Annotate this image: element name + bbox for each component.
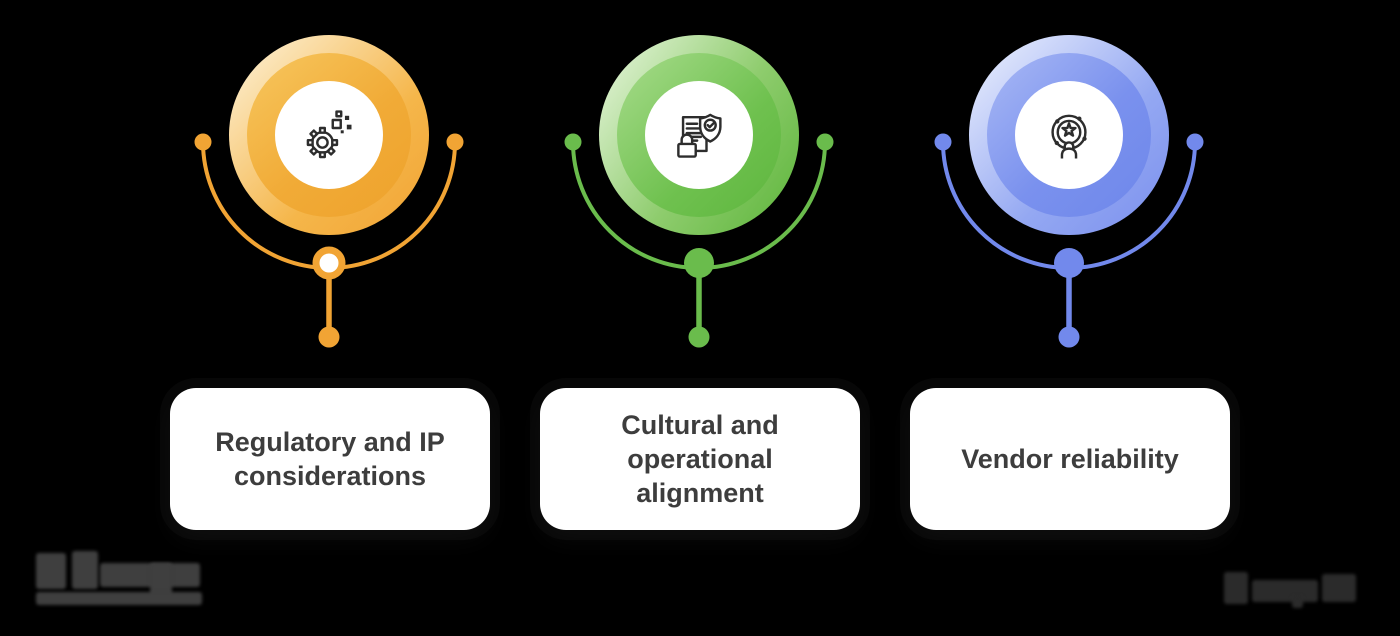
watermark-left-tagline: [36, 592, 202, 605]
connector-arc-regulatory: [194, 133, 464, 348]
card-label: Vendor reliability: [961, 444, 1179, 474]
watermark-left-glyph: [72, 551, 98, 589]
circle-core: [645, 81, 753, 189]
arc-end-dot-right: [446, 133, 464, 151]
arc-end-dot-right: [1186, 133, 1204, 151]
stem-end-dot: [1058, 326, 1080, 348]
watermark-right-glyph: [1224, 572, 1248, 604]
watermark-left-glyph: [150, 563, 172, 599]
stem-end-dot: [688, 326, 710, 348]
label-card-vendor: Vendor reliability: [910, 388, 1230, 530]
arc-end-dot-left: [934, 133, 952, 151]
topic-circle-vendor: [969, 35, 1169, 235]
card-label: Regulatory and IP considerations: [215, 427, 445, 491]
gear-pixels-icon: [306, 110, 352, 159]
person-star-badge-icon: [1051, 114, 1087, 159]
watermark-right-glyph: [1322, 574, 1356, 602]
circle-core: [1015, 81, 1123, 189]
arc-end-dot-left: [564, 133, 582, 151]
document-shield-lock-icon: [677, 113, 722, 158]
arc-junction-node: [1054, 248, 1084, 278]
arc-junction-node: [684, 248, 714, 278]
connector-arc-vendor: [934, 133, 1204, 348]
topic-circle-regulatory: [229, 35, 429, 235]
label-card-regulatory: Regulatory and IP considerations: [170, 388, 490, 530]
circle-core: [275, 81, 383, 189]
stem-end-dot: [318, 326, 340, 348]
connector-arc-cultural: [564, 133, 834, 348]
card-label: Cultural and operational alignment: [621, 410, 779, 508]
topic-circle-cultural: [599, 35, 799, 235]
arc-junction-node: [312, 246, 346, 280]
arc-end-dot-left: [194, 133, 212, 151]
watermark-right-glyph: [1292, 596, 1303, 608]
watermark-left-glyph: [36, 553, 66, 589]
arc-end-dot-right: [816, 133, 834, 151]
watermark-right-glyph: [1252, 580, 1318, 602]
label-card-cultural: Cultural and operational alignment: [540, 388, 860, 530]
